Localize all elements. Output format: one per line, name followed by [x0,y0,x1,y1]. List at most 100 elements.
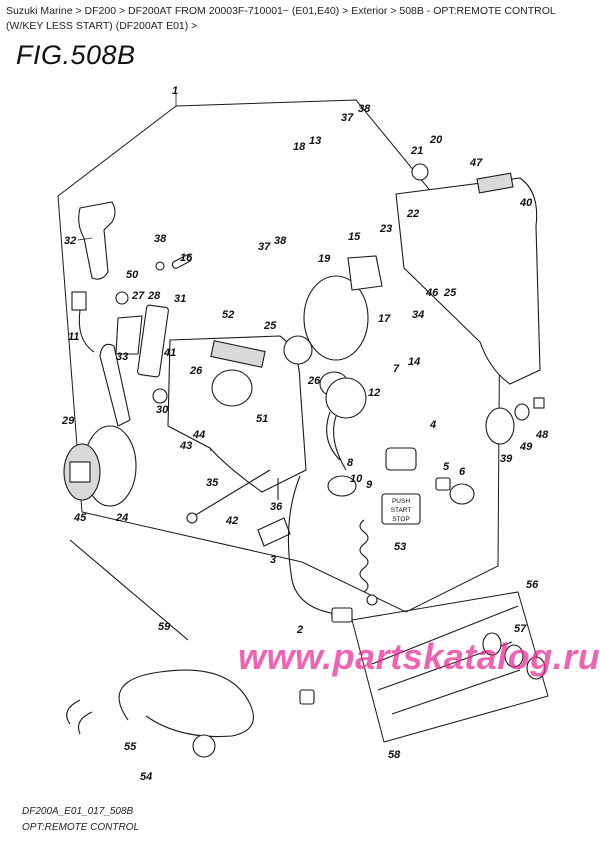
callout-38c[interactable]: 38 [154,233,167,245]
callout-52[interactable]: 52 [222,309,234,321]
callout-48[interactable]: 48 [535,429,549,441]
callout-31[interactable]: 31 [174,293,186,305]
callout-17[interactable]: 17 [378,313,391,325]
callout-51[interactable]: 51 [256,413,268,425]
callout-25a[interactable]: 25 [263,320,277,332]
callout-26a[interactable]: 26 [307,375,321,387]
callout-54[interactable]: 54 [140,771,152,783]
bolt-kit-frame [351,591,549,743]
damper-part [526,656,546,680]
callout-16[interactable]: 16 [180,252,193,264]
callout-8[interactable]: 8 [347,457,354,469]
damper-part [504,644,524,668]
callout-28a[interactable]: 28 [147,290,161,302]
callout-43[interactable]: 43 [179,440,192,452]
breadcrumb-separator: > [390,5,397,17]
callout-2[interactable]: 2 [296,624,303,636]
breadcrumb-exterior[interactable]: Exterior [351,5,388,17]
indicator-panel-part [210,340,266,368]
callout-38b[interactable]: 38 [274,235,287,247]
callout-39[interactable]: 39 [500,453,513,465]
callout-27[interactable]: 27 [131,290,145,302]
callout-11[interactable]: 11 [68,331,79,343]
callout-46[interactable]: 46 [425,287,439,299]
button-part [325,377,367,419]
wire-harness-part [287,475,337,615]
neutral-lock-part [137,304,169,378]
callout-18[interactable]: 18 [293,141,306,153]
callout-15[interactable]: 15 [348,231,361,243]
callout-32[interactable]: 32 [64,235,76,247]
callout-56[interactable]: 56 [526,579,539,591]
callout-55[interactable]: 55 [124,741,137,753]
callout-1[interactable]: 1 [172,85,178,97]
throttle-lever-part [99,343,131,427]
friction-plate-part [303,275,369,361]
washer-part [514,403,530,421]
callout-5[interactable]: 5 [443,461,450,473]
hub-cap-part [69,461,91,483]
breadcrumb: Suzuki Marine > DF200 > DF200AT FROM 200… [6,4,594,34]
callout-50[interactable]: 50 [126,269,139,281]
callout-45[interactable]: 45 [73,512,87,524]
harness-plug-part [299,689,315,705]
callout-25b[interactable]: 25 [443,287,457,299]
callout-24[interactable]: 24 [115,512,128,524]
breadcrumb-separator: > [118,5,126,17]
callout-37b[interactable]: 37 [258,241,271,253]
callout-14[interactable]: 14 [408,356,420,368]
callout-26b[interactable]: 26 [189,365,203,377]
callout-38a[interactable]: 38 [358,103,371,115]
bolt-head-part [186,512,198,524]
callout-21[interactable]: 21 [410,145,423,157]
callout-53[interactable]: 53 [394,541,406,553]
callout-44[interactable]: 44 [192,429,205,441]
breadcrumb-current-section[interactable]: 508B - OPT:REMOTE CONTROL (W/KEY LESS ST… [6,5,556,32]
callout-42[interactable]: 42 [225,515,238,527]
figure-code: DF200A_E01_017_508B [22,806,134,817]
callout-22[interactable]: 22 [406,208,419,220]
callout-34[interactable]: 34 [412,309,424,321]
callout-57[interactable]: 57 [514,623,527,635]
callout-49[interactable]: 49 [519,441,533,453]
clip-part [155,261,165,271]
callout-23[interactable]: 23 [379,223,392,235]
callout-7[interactable]: 7 [393,363,400,375]
callout-20[interactable]: 20 [429,134,443,146]
assembly-frame [57,99,501,613]
callout-40[interactable]: 40 [519,197,533,209]
stop-label: STOP [392,516,410,523]
lanyard-cord-part [359,519,369,593]
callout-9[interactable]: 9 [366,479,373,491]
plate-part [257,517,291,547]
harness-leads-part [66,699,93,735]
callout-29[interactable]: 29 [61,415,75,427]
callout-47[interactable]: 47 [469,157,483,169]
breadcrumb-df200[interactable]: DF200 [84,5,117,17]
watermark-text: www.partskatalog.ru [238,636,600,677]
callout-3[interactable]: 3 [270,554,276,566]
long-bolt-part [371,605,519,665]
callout-35[interactable]: 35 [206,477,219,489]
callout-12[interactable]: 12 [368,387,380,399]
callout-30[interactable]: 30 [156,404,169,416]
callout-36[interactable]: 36 [270,501,283,513]
callout-6[interactable]: 6 [459,466,466,478]
callout-13[interactable]: 13 [309,135,321,147]
breadcrumb-model-range[interactable]: DF200AT FROM 20003F-710001~ (E01,E40) [128,5,340,17]
callout-59[interactable]: 59 [158,621,171,633]
callout-37a[interactable]: 37 [341,112,354,124]
main-harness-part [118,669,254,738]
callout-58[interactable]: 58 [388,749,401,761]
shaft-part [347,255,383,291]
breadcrumb-suzuki-marine[interactable]: Suzuki Marine [6,5,73,17]
bracket-part [115,315,143,355]
callout-4[interactable]: 4 [429,419,436,431]
long-bolt-part [193,469,271,517]
callout-10[interactable]: 10 [350,473,363,485]
breadcrumb-separator: > [342,5,349,17]
callout-41[interactable]: 41 [163,347,176,359]
callout-19[interactable]: 19 [318,253,331,265]
callout-33[interactable]: 33 [116,351,128,363]
